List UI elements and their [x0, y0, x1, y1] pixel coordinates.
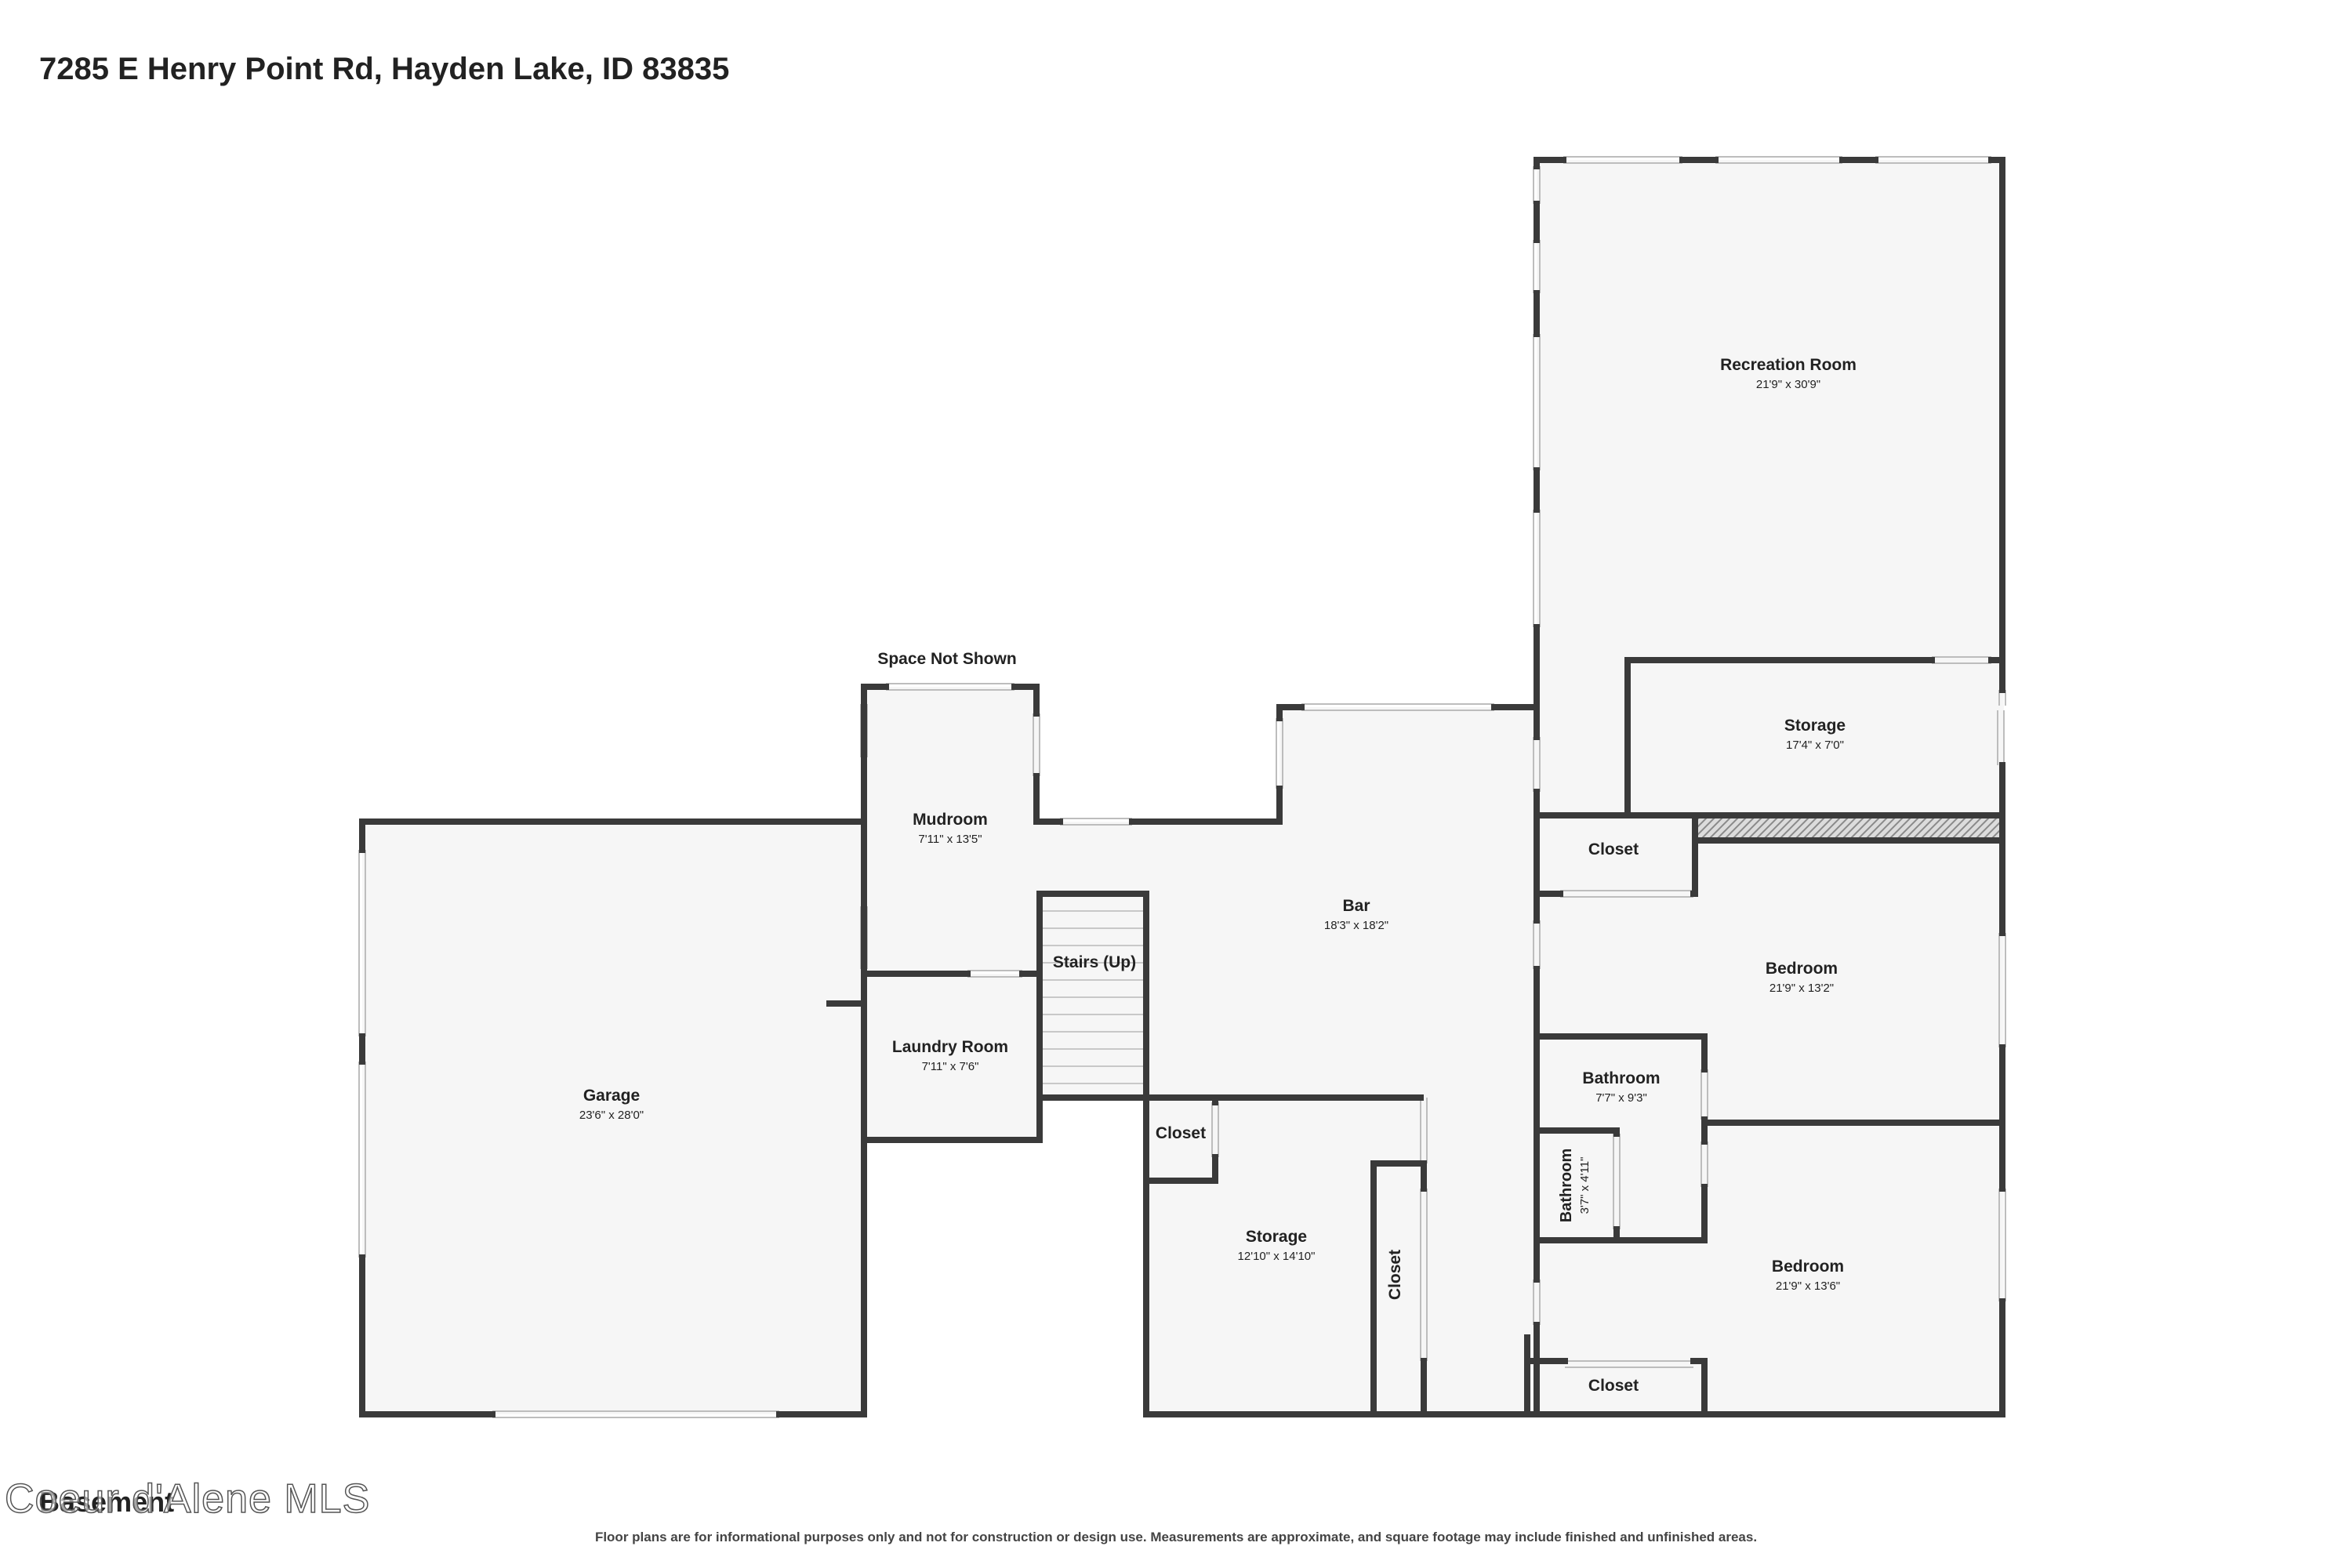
label-bedroom-1: Bedroom: [1766, 960, 1838, 978]
dims-storage-upper: 17'4" x 7'0": [1786, 739, 1844, 752]
hatched-strip: [1698, 817, 2001, 839]
label-bedroom-2: Bedroom: [1772, 1258, 1844, 1276]
label-storage-upper: Storage: [1784, 717, 1846, 735]
dims-storage-lower: 12'10" x 14'10": [1238, 1250, 1316, 1263]
floor-areas: [362, 160, 2004, 1414]
mudroom-floor: [866, 687, 1040, 971]
label-recreation-room: Recreation Room: [1720, 356, 1857, 374]
label-closet-vertical: Closet: [1386, 1250, 1404, 1300]
room-labels: Space Not Shown Recreation Room 21'9" x …: [579, 356, 1857, 1395]
floor-label: Basement: [39, 1486, 175, 1518]
label-garage: Garage: [583, 1087, 640, 1105]
garage-floor: [362, 822, 864, 1414]
label-space-not-shown: Space Not Shown: [877, 650, 1016, 668]
walls: [359, 157, 2005, 1417]
label-laundry-room: Laundry Room: [892, 1038, 1008, 1056]
label-bathroom-1: Bathroom: [1582, 1069, 1660, 1087]
label-bar: Bar: [1342, 897, 1370, 915]
dims-bathroom-2: 3'7" x 4'11": [1578, 1157, 1592, 1214]
windows: [358, 156, 2006, 1418]
lower-wing-floor: [1537, 815, 2004, 1414]
label-closet-lower: Closet: [1588, 1377, 1639, 1395]
mls-watermark: Coeur d'Alene MLS: [4, 1475, 371, 1523]
label-storage-lower: Storage: [1246, 1228, 1307, 1246]
dims-bedroom-1: 21'9" x 13'2": [1769, 982, 1834, 995]
stairs-treads: [1041, 910, 1145, 1084]
dims-bedroom-2: 21'9" x 13'6": [1776, 1279, 1840, 1293]
label-closet-upper: Closet: [1588, 840, 1639, 858]
dims-laundry-room: 7'11" x 7'6": [922, 1060, 979, 1073]
label-mudroom: Mudroom: [913, 811, 988, 829]
dims-mudroom: 7'11" x 13'5": [918, 833, 982, 846]
dims-bathroom-1: 7'7" x 9'3": [1595, 1091, 1647, 1105]
laundry-floor: [866, 974, 1040, 1140]
page-title: 7285 E Henry Point Rd, Hayden Lake, ID 8…: [39, 52, 730, 86]
recreation-floor: [1537, 160, 2004, 815]
disclaimer-text: Floor plans are for informational purpos…: [594, 1530, 1758, 1544]
dims-recreation-room: 21'9" x 30'9": [1756, 378, 1820, 391]
dims-garage: 23'6" x 28'0": [579, 1109, 644, 1122]
label-bathroom-2: Bathroom: [1558, 1149, 1575, 1222]
label-closet-mid: Closet: [1156, 1124, 1206, 1142]
dims-bar: 18'3" x 18'2": [1324, 919, 1388, 932]
label-stairs: Stairs (Up): [1053, 953, 1136, 971]
bar-floor: [1040, 707, 1537, 1414]
